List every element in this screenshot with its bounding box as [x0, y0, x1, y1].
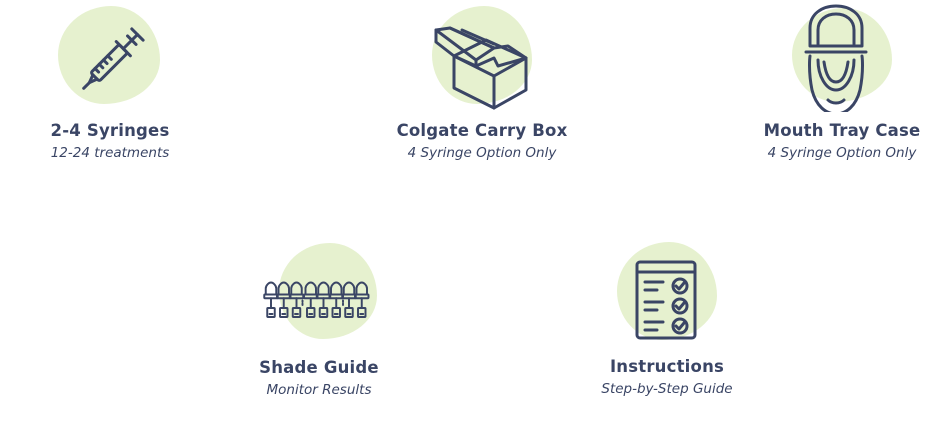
feature-title: Shade Guide — [259, 358, 379, 377]
feature-title: Mouth Tray Case — [763, 121, 921, 140]
feature-subtitle: 12-24 treatments — [50, 145, 170, 161]
feature-syringes: 2-4 Syringes 12-24 treatments — [0, 0, 230, 161]
feature-subtitle: 4 Syringe Option Only — [767, 145, 917, 161]
carry-box-icon-wrap — [422, 0, 542, 112]
feature-title: 2-4 Syringes — [50, 121, 170, 140]
instructions-checklist-icon — [635, 260, 697, 340]
feature-subtitle: 4 Syringe Option Only — [407, 145, 557, 161]
mouth-tray-case-icon — [804, 4, 868, 112]
feature-subtitle: Monitor Results — [266, 382, 372, 398]
feature-title: Colgate Carry Box — [396, 121, 568, 140]
carry-box-icon — [434, 26, 528, 110]
syringe-icon — [82, 27, 145, 90]
feature-title: Instructions — [609, 357, 725, 376]
feature-shade-guide: Shade Guide Monitor Results — [199, 237, 439, 398]
feature-instructions: Instructions Step-by-Step Guide — [547, 236, 787, 397]
mouth-tray-case-icon-wrap — [782, 0, 902, 112]
syringe-icon-wrap — [50, 0, 170, 112]
feature-carry-box: Colgate Carry Box 4 Syringe Option Only — [362, 0, 602, 161]
feature-mouth-tray-case: Mouth Tray Case 4 Syringe Option Only — [722, 0, 951, 161]
feature-subtitle: Step-by-Step Guide — [601, 381, 733, 397]
shade-guide-icon — [263, 281, 370, 318]
icon-background-blob — [792, 8, 892, 102]
icon-background-blob — [617, 242, 717, 340]
shade-guide-icon-wrap — [259, 237, 379, 349]
instructions-icon-wrap — [607, 236, 727, 348]
